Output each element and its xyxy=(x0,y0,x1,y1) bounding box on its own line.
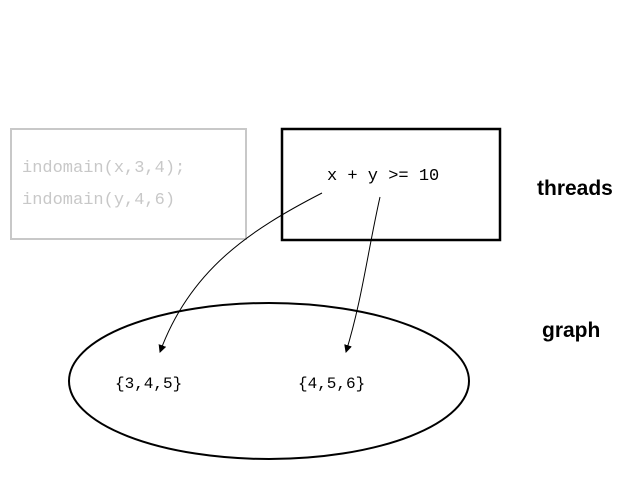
graph-label: graph xyxy=(542,319,600,342)
arrow-x-to-left-set xyxy=(158,192,323,353)
constraint-box xyxy=(280,127,502,242)
left-domain-set: {3,4,5} xyxy=(115,375,182,393)
threads-label: threads xyxy=(537,177,613,200)
store-line-1: indomain(x,3,4); xyxy=(22,159,185,178)
right-domain-set: {4,5,6} xyxy=(298,375,365,393)
graph-ellipse xyxy=(68,302,470,460)
constraint-expression: x + y >= 10 xyxy=(327,167,439,186)
store-box xyxy=(10,128,247,240)
arrow-y-to-right-set xyxy=(344,196,381,353)
store-line-2: indomain(y,4,6) xyxy=(22,191,175,210)
